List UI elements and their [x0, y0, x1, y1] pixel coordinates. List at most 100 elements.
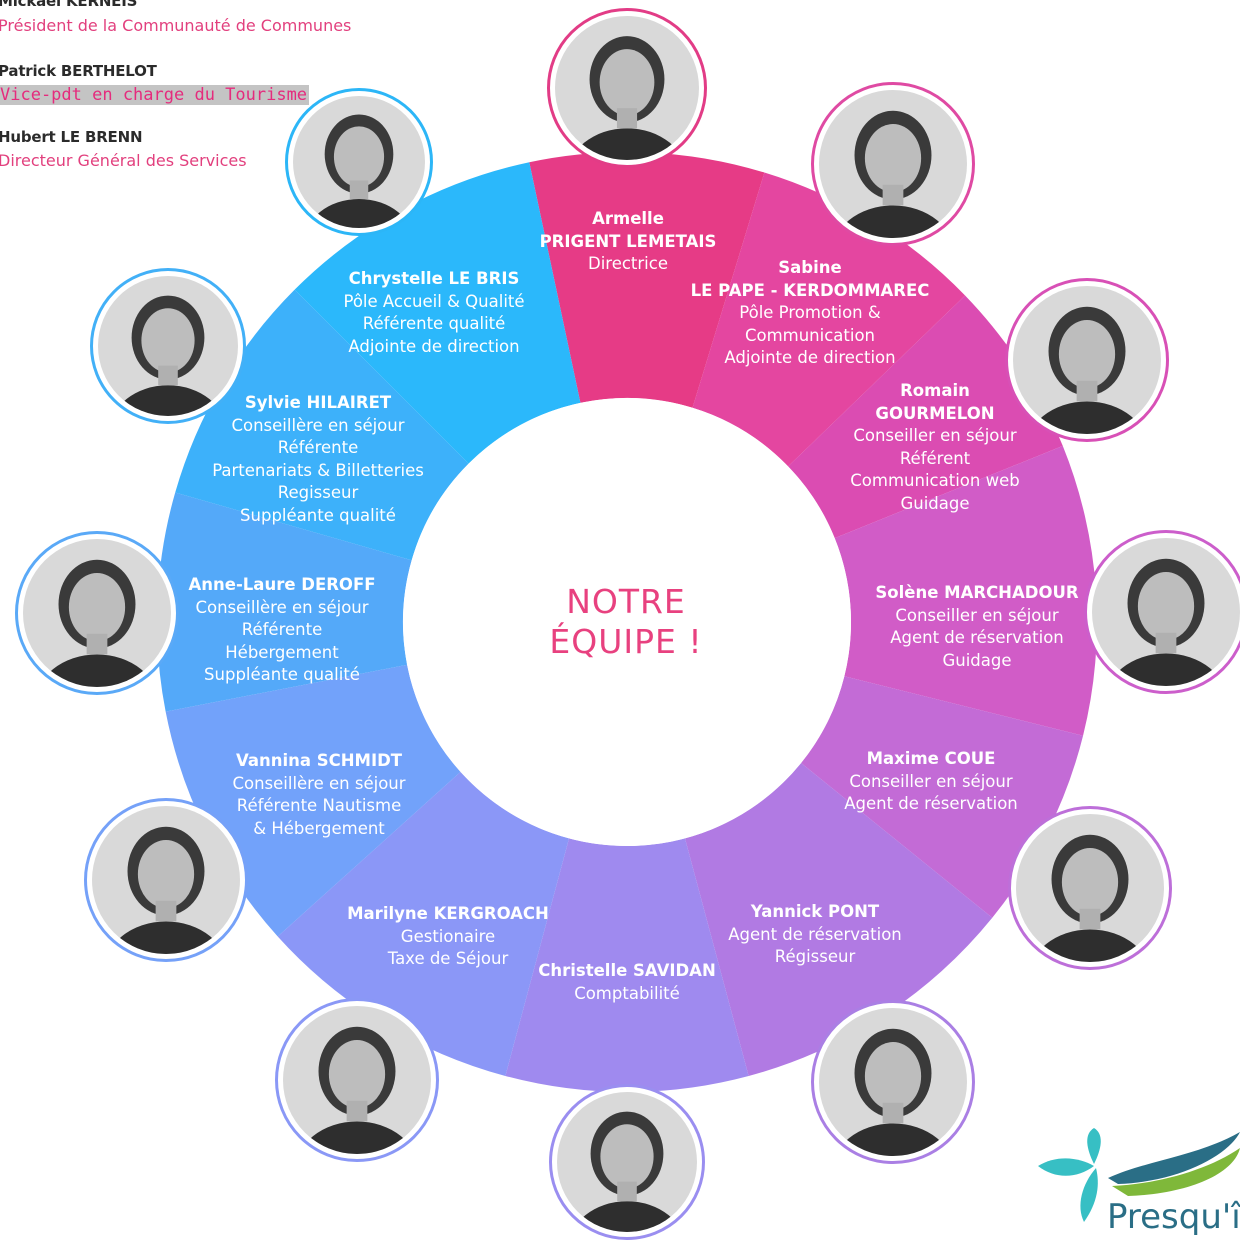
member-role: Guidage	[942, 650, 1012, 670]
member-name: Maxime COUE	[866, 749, 996, 768]
member-role: Référente qualité	[362, 314, 506, 333]
center-title-line2: ÉQUIPE !	[549, 622, 703, 661]
member-role: Adjointe de direction	[724, 348, 896, 367]
member-name: Armelle	[592, 209, 664, 228]
portrait-icon	[23, 539, 171, 687]
wheel-segment	[505, 838, 749, 1092]
member-role: Communication	[744, 325, 876, 345]
wheel-segment	[529, 151, 765, 408]
portrait-icon	[1013, 286, 1161, 434]
wheel-segment	[834, 445, 1097, 736]
member-name: Sabine	[778, 258, 842, 277]
official-name: Hubert LE BRENN	[0, 128, 143, 146]
member-photo	[1005, 278, 1169, 442]
center-title-line1: NOTRE	[566, 582, 686, 621]
member-name: Chrystelle LE BRIS	[348, 269, 520, 288]
member-role: Conseillère en séjour	[231, 415, 405, 435]
member-name: Christelle SAVIDAN	[538, 961, 716, 980]
member-role: Suppléante qualité	[240, 505, 396, 525]
member-role: & Hébergement	[253, 818, 385, 838]
member-role: Regisseur	[277, 483, 359, 502]
member-name: Vannina SCHMIDT	[235, 751, 403, 770]
member-photo	[1084, 530, 1240, 694]
member-label-solene: Solène MARCHADOUR Conseiller en séjour A…	[875, 582, 1078, 672]
member-photo	[15, 531, 179, 695]
member-role: Conseiller en séjour	[895, 605, 1059, 625]
portrait-icon	[92, 806, 240, 954]
member-role: Communication web	[850, 471, 1020, 490]
member-role: Guidage	[900, 493, 970, 513]
portrait-icon	[98, 276, 238, 416]
wheel-segment	[684, 762, 993, 1076]
member-label-chrystelle: Chrystelle LE BRIS Pôle Accueil & Qualit…	[343, 268, 524, 358]
member-role: Agent de réservation	[890, 628, 1064, 647]
member-label-christelle: Christelle SAVIDAN Comptabilité	[538, 960, 716, 1005]
portrait-icon	[1092, 538, 1240, 686]
member-role: Conseiller en séjour	[853, 426, 1017, 445]
member-photo	[811, 1000, 975, 1164]
member-photo	[549, 1084, 705, 1240]
member-role: Taxe de Séjour	[387, 949, 509, 968]
member-role: Suppléante qualité	[204, 665, 360, 684]
member-photo	[811, 82, 975, 246]
member-name-2: PRIGENT LEMETAIS	[539, 231, 717, 251]
member-role: Conseillère en séjour	[232, 773, 406, 793]
portrait-icon	[1016, 814, 1164, 962]
official-role: Directeur Général des Services	[0, 151, 247, 170]
member-label-vannina: Vannina SCHMIDT Conseillère en séjour Ré…	[232, 750, 405, 840]
member-label-sylvie: Sylvie HILAIRET Conseillère en séjour Ré…	[212, 392, 424, 527]
member-name-2: GOURMELON	[875, 403, 995, 423]
member-role: Pôle Accueil & Qualité	[343, 291, 525, 311]
member-role: Référent	[899, 448, 971, 468]
member-label-armelle: Armelle PRIGENT LEMETAIS Directrice	[540, 208, 717, 276]
member-role: Référente	[277, 438, 359, 457]
member-role: Adjointe de direction	[348, 336, 520, 356]
official-name: Patrick BERTHELOT	[0, 62, 157, 80]
member-role: Référente Nautisme	[236, 796, 402, 815]
member-photo	[84, 798, 248, 962]
member-photo	[547, 8, 707, 168]
member-role: Agent de réservation	[844, 794, 1018, 813]
member-photo	[1008, 806, 1172, 970]
member-name: Solène MARCHADOUR	[875, 583, 1079, 602]
member-name: Marilyne KERGROACH	[347, 904, 549, 923]
member-label-anne-laure: Anne-Laure DEROFF Conseillère en séjour …	[188, 574, 375, 687]
official-name: Mickaël KERNEIS	[0, 0, 138, 10]
logo-text: Presqu'île	[1107, 1197, 1240, 1237]
member-name-2: LE PAPE - KERDOMMAREC	[690, 280, 930, 300]
member-role: Hébergement	[225, 642, 339, 662]
flower-logo-icon	[1038, 1128, 1240, 1222]
wheel-segment	[294, 162, 581, 464]
portrait-icon	[283, 1006, 431, 1154]
wheel-segment	[692, 172, 966, 467]
member-photo	[285, 88, 433, 236]
wheel-segment	[157, 492, 412, 712]
member-role: Pôle Promotion &	[739, 303, 881, 322]
member-photo	[275, 998, 439, 1162]
portrait-icon	[819, 90, 967, 238]
member-role: Référente	[241, 620, 323, 639]
member-name: Yannick PONT	[750, 902, 880, 921]
portrait-icon	[557, 1092, 697, 1232]
official-role: Président de la Communauté de Communes	[0, 16, 352, 35]
portrait-icon	[555, 16, 699, 160]
member-role: Gestionaire	[400, 926, 496, 946]
center-title: NOTRE ÉQUIPE !	[549, 582, 702, 662]
member-role: Agent de réservation	[728, 924, 902, 944]
portrait-icon	[293, 96, 425, 228]
wheel-segment	[175, 289, 469, 561]
member-role: Régisseur	[774, 947, 856, 966]
member-photo	[90, 268, 246, 424]
member-name: Anne-Laure DEROFF	[188, 575, 376, 594]
member-label-maxime: Maxime COUE Conseiller en séjour Agent d…	[844, 748, 1018, 816]
member-role: Partenariats & Billetteries	[212, 460, 424, 480]
member-name: Sylvie HILAIRET	[244, 393, 392, 412]
member-name: Romain	[900, 381, 970, 400]
wheel-segment	[788, 295, 1063, 539]
portrait-icon	[819, 1008, 967, 1156]
member-role: Conseillère en séjour	[195, 597, 369, 617]
member-label-yannick: Yannick PONT Agent de réservation Régiss…	[728, 901, 902, 969]
member-label-romain: Romain GOURMELON Conseiller en séjour Ré…	[850, 380, 1019, 515]
official-role-highlighted: Vice-pdt en charge du Tourisme	[0, 85, 310, 105]
